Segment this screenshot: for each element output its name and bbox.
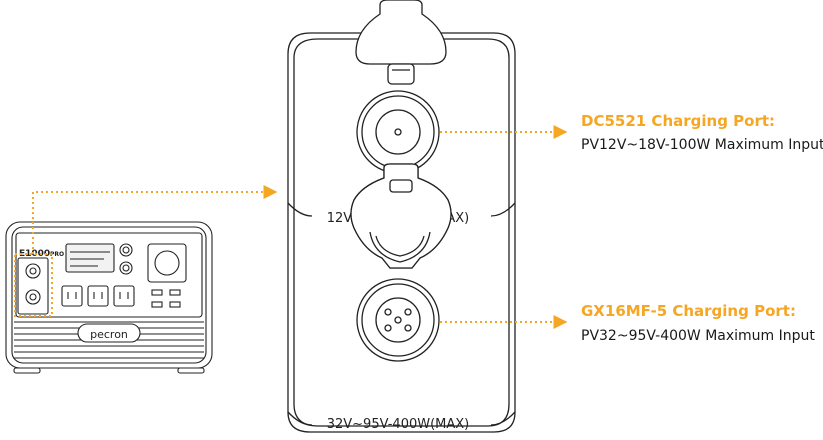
ac-outlet-3 bbox=[113, 285, 135, 307]
port-highlight-box bbox=[14, 253, 53, 317]
gx16mf5-port-icon bbox=[356, 278, 440, 362]
gx16-callout-title: GX16MF-5 Charging Port: bbox=[581, 302, 796, 320]
lcd-display bbox=[65, 243, 115, 273]
charging-port-panel bbox=[17, 257, 49, 315]
display-button-icon bbox=[119, 261, 133, 275]
dc5521-callout-desc: PV12V~18V-100W Maximum Input bbox=[581, 137, 823, 153]
model-label: E1000 bbox=[19, 249, 50, 259]
power-station-body bbox=[5, 221, 213, 369]
power-button-icon bbox=[119, 243, 133, 257]
panel-voltage-label-32v: 32V~95V-400W(MAX) bbox=[327, 417, 470, 432]
dc5521-port-icon bbox=[356, 90, 440, 174]
ac-outlet-1 bbox=[61, 285, 83, 307]
brand-logo: pecron bbox=[90, 328, 128, 341]
power-station-illustration bbox=[5, 221, 213, 374]
model-suffix-label: PRO bbox=[50, 251, 64, 258]
gx16-callout-desc: PV32~95V-400W Maximum Input bbox=[581, 328, 815, 344]
device-to-panel-arrow bbox=[32, 185, 278, 254]
top-rubber-cap bbox=[355, 0, 447, 65]
ac-outlet-2 bbox=[87, 285, 109, 307]
dc5521-callout-title: DC5521 Charging Port: bbox=[581, 112, 776, 130]
ac-round-outlet-icon bbox=[154, 250, 180, 276]
